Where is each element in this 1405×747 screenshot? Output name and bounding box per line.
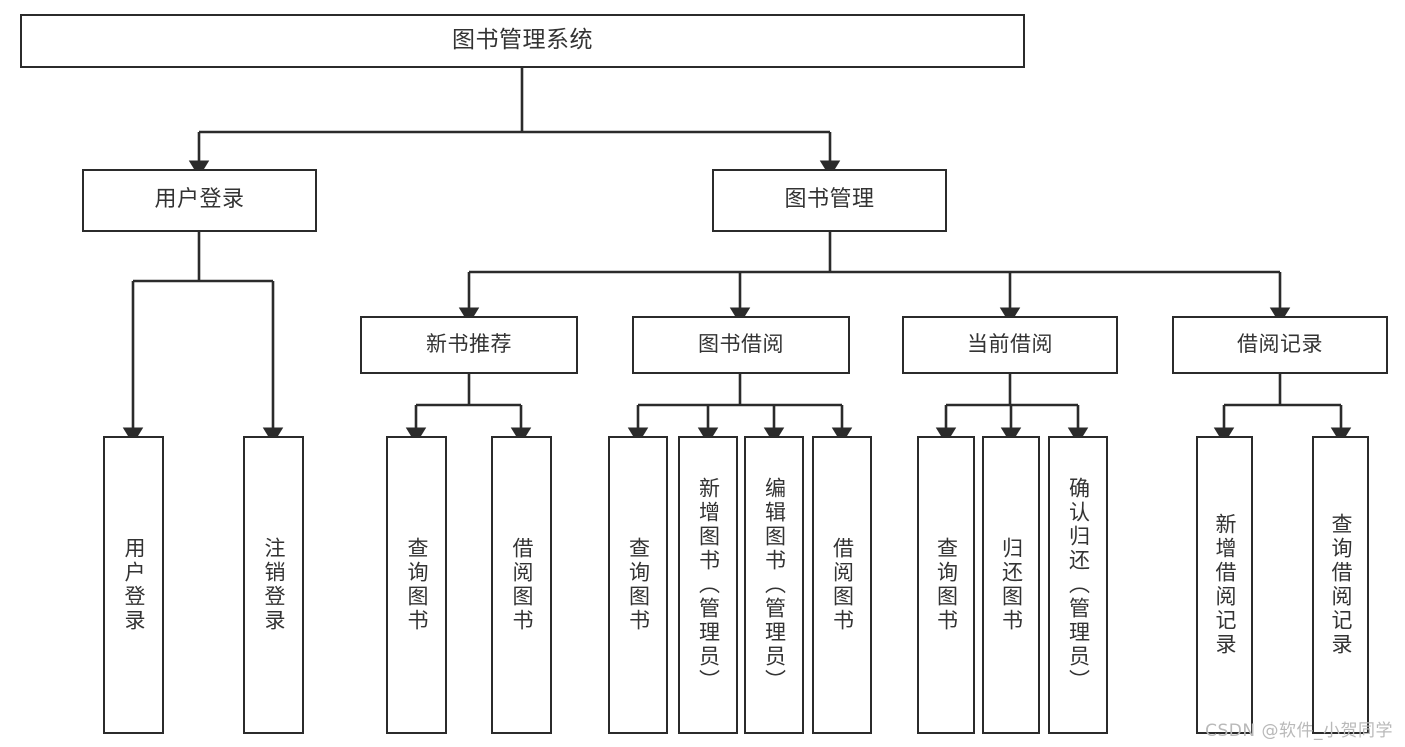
node-new-book-recommend: 新书推荐: [360, 316, 578, 374]
leaf-return-book: 归还图书: [982, 436, 1040, 734]
node-new-book-recommend-label: 新书推荐: [426, 332, 512, 357]
node-current-borrow: 当前借阅: [902, 316, 1118, 374]
node-book-management: 图书管理: [712, 169, 947, 232]
leaf-logout-label: 注销登录: [262, 537, 286, 633]
leaf-add-book: 新增图书（管理员）: [678, 436, 738, 734]
leaf-add-borrow-record-label: 新增借阅记录: [1213, 513, 1237, 657]
leaf-add-book-label: 新增图书（管理员）: [696, 477, 721, 693]
node-book-borrow-label: 图书借阅: [698, 332, 784, 357]
node-user-login: 用户登录: [82, 169, 317, 232]
leaf-borrow-book-borrow-label: 借阅图书: [830, 537, 855, 633]
csdn-watermark: CSDN @软件_小贺同学: [1205, 721, 1393, 741]
node-borrow-record: 借阅记录: [1172, 316, 1388, 374]
node-current-borrow-label: 当前借阅: [967, 332, 1053, 357]
leaf-edit-book: 编辑图书（管理员）: [744, 436, 804, 734]
leaf-confirm-return: 确认归还（管理员）: [1048, 436, 1108, 734]
node-root-label: 图书管理系统: [452, 27, 593, 54]
leaf-query-book-recommend: 查询图书: [386, 436, 447, 734]
node-book-management-label: 图书管理: [784, 187, 875, 213]
leaf-query-book-borrow-label: 查询图书: [626, 537, 651, 633]
node-root-system: 图书管理系统: [20, 14, 1025, 68]
leaf-query-borrow-record-label: 查询借阅记录: [1329, 513, 1353, 657]
node-user-login-label: 用户登录: [154, 187, 245, 213]
leaf-borrow-book-recommend-label: 借阅图书: [510, 537, 534, 633]
leaf-borrow-book-borrow: 借阅图书: [812, 436, 872, 734]
leaf-query-borrow-record: 查询借阅记录: [1312, 436, 1369, 734]
leaf-query-book-current-label: 查询图书: [934, 537, 959, 633]
leaf-query-book-current: 查询图书: [917, 436, 975, 734]
leaf-return-book-label: 归还图书: [999, 537, 1024, 633]
leaf-query-book-recommend-label: 查询图书: [405, 537, 429, 633]
leaf-add-borrow-record: 新增借阅记录: [1196, 436, 1253, 734]
leaf-query-book-borrow: 查询图书: [608, 436, 668, 734]
leaf-edit-book-label: 编辑图书（管理员）: [762, 477, 787, 693]
node-book-borrow: 图书借阅: [632, 316, 850, 374]
leaf-confirm-return-label: 确认归还（管理员）: [1066, 477, 1091, 693]
leaf-user-login: 用户登录: [103, 436, 164, 734]
leaf-logout: 注销登录: [243, 436, 304, 734]
leaf-borrow-book-recommend: 借阅图书: [491, 436, 552, 734]
node-borrow-record-label: 借阅记录: [1237, 332, 1323, 357]
leaf-user-login-label: 用户登录: [122, 537, 146, 633]
